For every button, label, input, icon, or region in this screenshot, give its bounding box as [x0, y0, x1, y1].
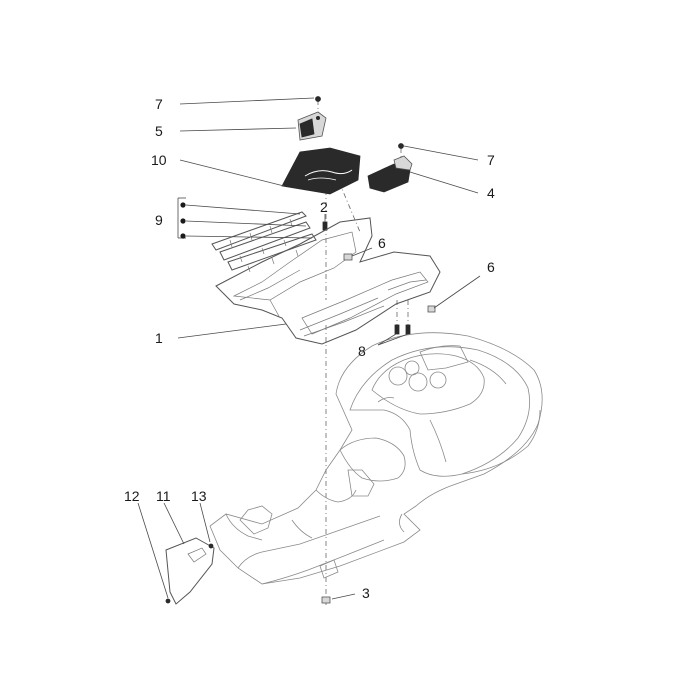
callout-1: 1 — [155, 330, 163, 346]
leader-lines — [137, 97, 481, 600]
screw-2 — [322, 221, 328, 231]
scooter-frame-body — [209, 332, 543, 585]
callout-13: 13 — [191, 488, 207, 504]
part-13-screw — [208, 543, 214, 549]
part-4-step-block — [367, 155, 413, 193]
part-1-floorboard — [215, 217, 441, 345]
part-6-clips — [343, 253, 436, 313]
callout-7-right: 7 — [487, 152, 495, 168]
part-10-floor-mat — [281, 147, 361, 195]
callout-4: 4 — [487, 185, 495, 201]
callout-3: 3 — [362, 585, 370, 601]
callout-2: 2 — [320, 199, 328, 215]
callout-8: 8 — [358, 343, 366, 359]
part-3-clip — [321, 596, 331, 604]
callout-12: 12 — [124, 488, 140, 504]
part-5-mat-insert — [297, 111, 327, 141]
part-12-screw — [165, 598, 171, 604]
part-11-cover — [165, 537, 215, 605]
screw-7-right — [398, 143, 404, 149]
callout-5: 5 — [155, 123, 163, 139]
part-9-dots — [180, 202, 186, 239]
callout-9: 9 — [155, 212, 163, 228]
callout-11: 11 — [156, 488, 171, 504]
part-8-screws — [394, 324, 411, 335]
callout-6-mid: 6 — [378, 235, 386, 251]
callout-6-right: 6 — [487, 259, 495, 275]
screw-7-top — [315, 96, 321, 102]
callout-labels: 7 5 10 7 4 9 2 6 6 1 8 12 11 13 3 — [124, 96, 495, 601]
part-9-trim-strips — [211, 211, 317, 273]
callout-10: 10 — [151, 152, 167, 168]
callout-7-top: 7 — [155, 96, 163, 112]
